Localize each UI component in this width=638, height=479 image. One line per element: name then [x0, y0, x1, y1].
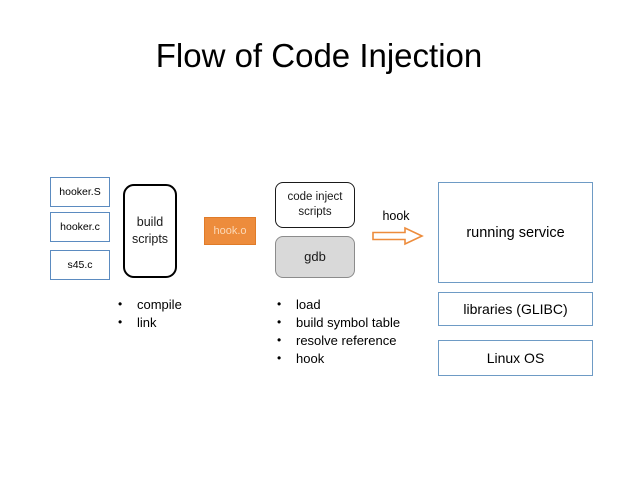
target-box-running-service[interactable]: running service [438, 182, 593, 283]
target-box-linux-os[interactable]: Linux OS [438, 340, 593, 376]
list-item: build symbol table [273, 313, 400, 332]
source-file-label: hooker.S [59, 186, 101, 198]
source-file-box-s45-c[interactable]: s45.c [50, 250, 110, 280]
gdb-label: gdb [304, 249, 326, 264]
artifact-label: hook.o [213, 224, 247, 237]
source-file-label: s45.c [67, 259, 93, 271]
build-scripts-label-line2: scripts [131, 232, 169, 246]
code-inject-label-line1: code inject [287, 191, 343, 203]
source-file-box-hooker-c[interactable]: hooker.c [50, 212, 110, 242]
inject-steps-list: load build symbol table resolve referenc… [273, 295, 400, 368]
artifact-box-hook-o[interactable]: hook.o [204, 217, 256, 245]
list-item: compile [114, 295, 182, 314]
page-title: Flow of Code Injection [155, 37, 483, 74]
target-box-label: running service [466, 224, 565, 241]
target-box-libraries[interactable]: libraries (GLIBC) [438, 292, 593, 326]
target-box-label: Linux OS [486, 350, 545, 366]
block-arrow-right-icon [372, 226, 424, 246]
build-scripts-label-line1: build [136, 215, 164, 229]
list-item: link [114, 313, 182, 332]
code-inject-label-line2: scripts [298, 206, 332, 218]
hook-arrow-label: hook [382, 209, 410, 223]
list-item: hook [273, 349, 400, 368]
list-item: load [273, 295, 400, 314]
gdb-box[interactable]: gdb [275, 236, 355, 278]
target-box-label: libraries (GLIBC) [463, 301, 568, 317]
code-inject-scripts-box[interactable]: code inject scripts [275, 182, 355, 228]
build-steps-list: compile link [114, 295, 182, 332]
build-scripts-box[interactable]: build scripts [123, 184, 177, 278]
source-file-box-hooker-s[interactable]: hooker.S [50, 177, 110, 207]
list-item: resolve reference [273, 331, 400, 350]
source-file-label: hooker.c [60, 221, 100, 233]
